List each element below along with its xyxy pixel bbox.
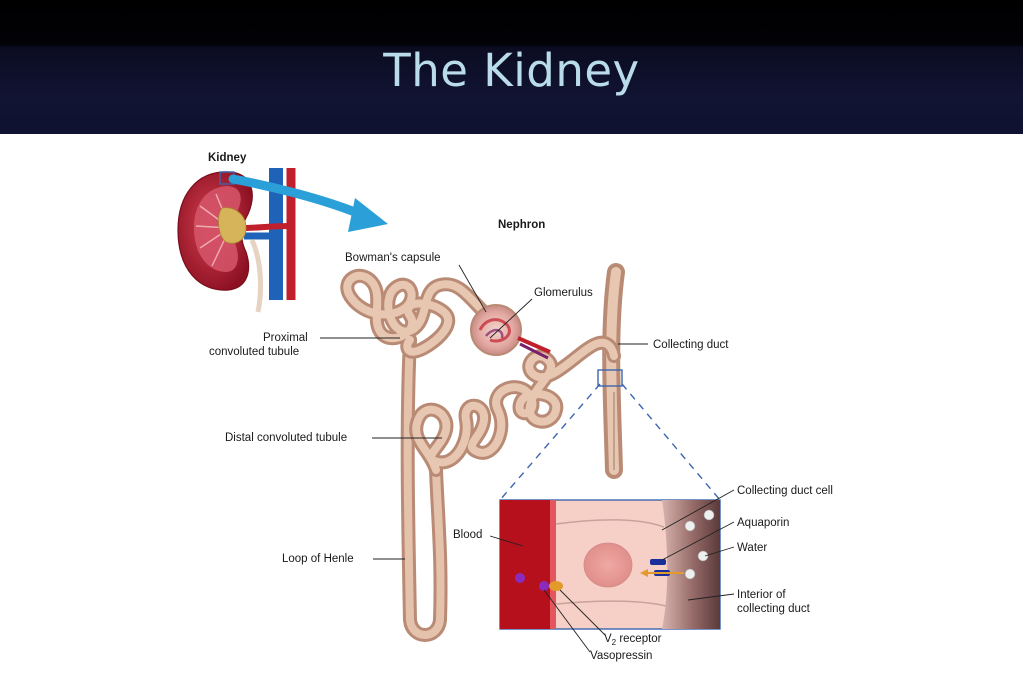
collecting-duct: [602, 263, 625, 479]
label-proximal-1: Proximal: [263, 332, 308, 344]
proximal-tubule-coils: [340, 269, 497, 359]
label-nephron: Nephron: [498, 219, 545, 231]
label-collecting-duct-cell: Collecting duct cell: [737, 485, 833, 497]
label-loop-of-henle: Loop of Henle: [282, 553, 354, 565]
label-water: Water: [737, 542, 767, 554]
title-bar: The Kidney: [0, 0, 1023, 134]
label-v2-receptor: V2 receptor: [604, 633, 662, 647]
label-kidney: Kidney: [208, 152, 247, 164]
label-glomerulus: Glomerulus: [534, 287, 593, 299]
label-interior-2: collecting duct: [737, 603, 811, 615]
loop-of-henle-tube: [400, 333, 448, 642]
label-distal-tubule: Distal convoluted tubule: [225, 432, 347, 444]
label-blood: Blood: [453, 529, 482, 541]
label-bowmans-capsule: Bowman's capsule: [345, 252, 441, 264]
label-collecting-duct: Collecting duct: [653, 339, 729, 351]
label-aquaporin: Aquaporin: [737, 517, 789, 529]
leader-lines: [320, 264, 735, 653]
label-vasopressin: Vasopressin: [590, 650, 652, 662]
nephron-illustration: [340, 263, 721, 642]
distal-tubule-coils: [409, 335, 621, 477]
slide-title: The Kidney: [383, 44, 640, 97]
label-interior-1: Interior of: [737, 589, 786, 601]
inset-cell: [499, 499, 721, 630]
kidney-illustration: [177, 168, 296, 313]
zoom-arrow: [228, 174, 388, 232]
label-proximal-2: convoluted tubule: [209, 346, 299, 358]
zoom-box: [597, 369, 623, 387]
